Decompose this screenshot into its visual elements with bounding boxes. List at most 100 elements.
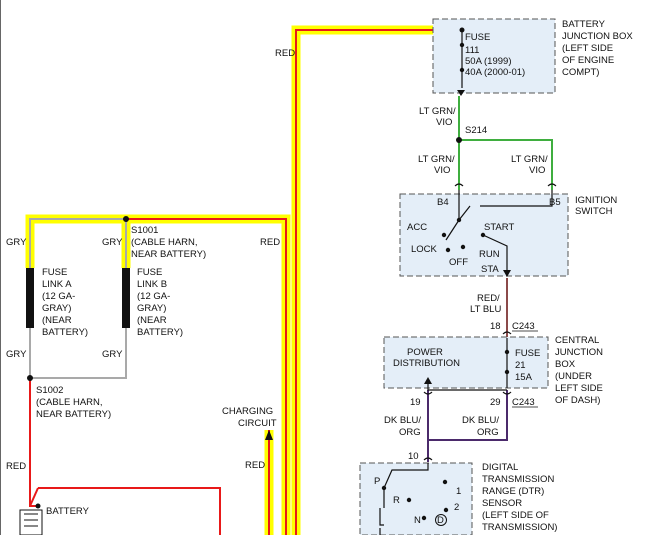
gray-wire-link-a-top bbox=[29, 218, 126, 268]
bjb-label-line1: BATTERY bbox=[562, 19, 606, 30]
ign-pos-start: START bbox=[484, 222, 514, 233]
red-wire-bjb-feed bbox=[295, 29, 455, 535]
wire-label-dkblu-2b: ORG bbox=[477, 427, 499, 438]
s1002-line2: (CABLE HARN, bbox=[36, 397, 103, 408]
wire-label-ltgrn-1a: LT GRN/ bbox=[419, 106, 456, 117]
wire-label-red-charging: RED bbox=[245, 460, 265, 471]
svg-text:P: P bbox=[374, 476, 380, 487]
svg-text:CENTRAL: CENTRAL bbox=[555, 335, 599, 346]
svg-text:FUSE: FUSE bbox=[515, 348, 540, 359]
svg-text:(NEAR: (NEAR bbox=[42, 315, 72, 326]
red-wire-battery-link bbox=[29, 487, 39, 507]
ign-pos-off: OFF bbox=[449, 257, 468, 268]
svg-text:FUSE: FUSE bbox=[137, 267, 162, 278]
red-wire-s1001 bbox=[126, 218, 287, 535]
svg-text:TRANSMISSION: TRANSMISSION bbox=[482, 474, 554, 485]
ign-pos-lock: LOCK bbox=[411, 244, 438, 255]
ign-pin-b4: B4 bbox=[437, 197, 449, 208]
bjb-label-line4: OF ENGINE bbox=[562, 55, 614, 66]
ign-pos-run: RUN bbox=[479, 249, 500, 260]
svg-text:2: 2 bbox=[454, 502, 459, 513]
wire-label-ltgrn-3b: VIO bbox=[529, 165, 545, 176]
s1002-line1: S1002 bbox=[36, 385, 63, 396]
red-wire-battery-right bbox=[38, 487, 221, 535]
svg-text:R: R bbox=[393, 495, 400, 506]
svg-text:BOX: BOX bbox=[555, 359, 576, 370]
ign-pin-b5: B5 bbox=[549, 197, 561, 208]
svg-text:FUSE: FUSE bbox=[42, 267, 67, 278]
svg-text:JUNCTION: JUNCTION bbox=[555, 347, 603, 358]
wire-label-redltblu-1: RED/ bbox=[477, 293, 500, 304]
svg-text:N: N bbox=[414, 515, 421, 526]
fuse-link-a: FUSE LINK A (12 GA- GRAY) (NEAR BATTERY) bbox=[26, 267, 88, 338]
battery-symbol: BATTERY bbox=[19, 503, 90, 535]
s1001-line1: S1001 bbox=[131, 225, 158, 236]
svg-text:(12 GA-: (12 GA- bbox=[42, 291, 75, 302]
wire-label-gry-b2: GRY bbox=[102, 349, 123, 360]
charging-arrow-icon bbox=[265, 430, 273, 440]
svg-text:TRANSMISSION): TRANSMISSION) bbox=[482, 522, 557, 533]
bjb-fuse-label: FUSE bbox=[465, 32, 490, 43]
ign-label-line2: SWITCH bbox=[575, 206, 613, 217]
wire-label-gry-a: GRY bbox=[6, 237, 27, 248]
svg-text:LINK B: LINK B bbox=[137, 279, 167, 290]
svg-text:15A: 15A bbox=[515, 372, 533, 383]
splice-s214-label: S214 bbox=[465, 125, 487, 136]
wire-label-ltgrn-3a: LT GRN/ bbox=[511, 154, 548, 165]
svg-text:OF DASH): OF DASH) bbox=[555, 395, 600, 406]
svg-text:LINK A: LINK A bbox=[42, 279, 72, 290]
charging-line1: CHARGING bbox=[222, 406, 273, 417]
svg-text:BATTERY): BATTERY) bbox=[42, 327, 88, 338]
battery-junction-box: FUSE 111 50A (1999) 40A (2000-01) BATTER… bbox=[432, 18, 633, 96]
bjb-label-line5: COMPT) bbox=[562, 67, 599, 78]
wire-label-ltgrn-2a: LT GRN/ bbox=[418, 154, 455, 165]
wire-label-ltgrn-1b: VIO bbox=[436, 117, 452, 128]
ign-label-line1: IGNITION bbox=[575, 195, 617, 206]
cjb-pin-19: 19 bbox=[410, 397, 421, 408]
cjb-pin-18: 18 bbox=[490, 321, 501, 332]
svg-text:POWER: POWER bbox=[407, 347, 443, 358]
bjb-label-line2: JUNCTION BOX bbox=[562, 31, 633, 42]
svg-text:DIGITAL: DIGITAL bbox=[482, 462, 518, 473]
wire-label-redltblu-2: LT BLU bbox=[470, 304, 501, 315]
wires bbox=[29, 29, 553, 535]
central-junction-box: POWER DISTRIBUTION FUSE 21 15A CENTRAL J… bbox=[383, 331, 603, 406]
svg-text:(NEAR: (NEAR bbox=[137, 315, 167, 326]
svg-text:(12 GA-: (12 GA- bbox=[137, 291, 170, 302]
bjb-fuse-rating-2000: 40A (2000-01) bbox=[465, 67, 525, 78]
dkblu-org-wire-29 bbox=[428, 390, 508, 441]
svg-text:SENSOR: SENSOR bbox=[482, 498, 522, 509]
wire-label-dkblu-2a: DK BLU/ bbox=[462, 415, 499, 426]
cjb-pin-29: 29 bbox=[490, 397, 501, 408]
svg-text:1: 1 bbox=[456, 486, 461, 497]
svg-text:DISTRIBUTION: DISTRIBUTION bbox=[393, 358, 460, 369]
dtr-sensor: P R N D 1 2 DIGITAL TRANSMISSION RANGE (… bbox=[359, 457, 557, 535]
wire-label-red-s1001: RED bbox=[260, 237, 280, 248]
battery-label: BATTERY bbox=[46, 506, 90, 517]
wire-label-gry-b: GRY bbox=[102, 237, 123, 248]
gray-wire-links-bottom bbox=[29, 328, 127, 379]
svg-text:GRAY): GRAY) bbox=[137, 303, 166, 314]
svg-text:LEFT SIDE: LEFT SIDE bbox=[555, 383, 603, 394]
bjb-fuse-number: 111 bbox=[465, 45, 479, 56]
charging-line2: CIRCUIT bbox=[238, 418, 277, 429]
svg-text:GRAY): GRAY) bbox=[42, 303, 71, 314]
ign-pin-sta: STA bbox=[481, 264, 499, 275]
wire-label-dkblu-1a: DK BLU/ bbox=[384, 415, 421, 426]
svg-text:(LEFT SIDE OF: (LEFT SIDE OF bbox=[482, 510, 549, 521]
ltgrn-vio-wire-b5 bbox=[459, 139, 553, 190]
ignition-switch: B4 B5 ACC START LOCK RUN OFF STA IGNITIO… bbox=[399, 183, 617, 277]
svg-text:RANGE (DTR): RANGE (DTR) bbox=[482, 486, 544, 497]
svg-text:D: D bbox=[437, 515, 444, 526]
s1001-line2: (CABLE HARN, bbox=[131, 237, 198, 248]
splice-s1002-dot bbox=[27, 375, 33, 381]
bjb-label-line3: (LEFT SIDE bbox=[562, 43, 613, 54]
wire-label-red-main: RED bbox=[275, 48, 295, 59]
wire-label-gry-a2: GRY bbox=[6, 349, 27, 360]
wire-label-ltgrn-2b: VIO bbox=[434, 165, 450, 176]
cjb-connector-top: C243 bbox=[512, 321, 535, 332]
bjb-fuse-rating-1999: 50A (1999) bbox=[465, 56, 511, 67]
splice-s1001-dot bbox=[123, 216, 129, 222]
svg-text:21: 21 bbox=[515, 360, 526, 371]
